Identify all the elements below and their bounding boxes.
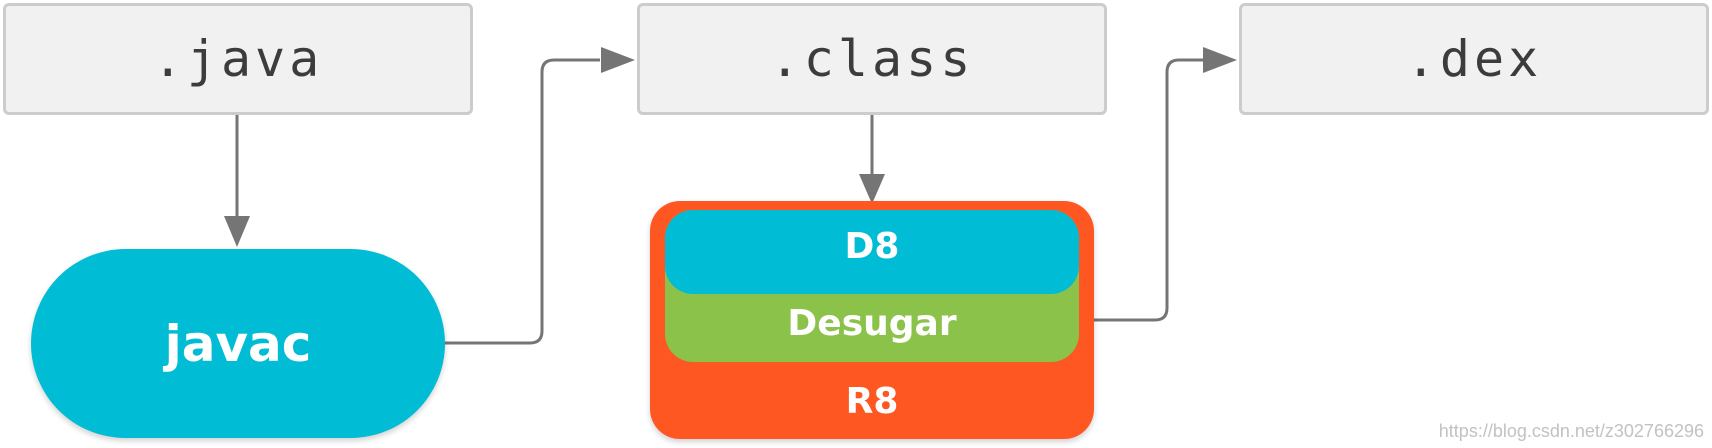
- watermark: https://blog.csdn.net/z302766296: [1438, 421, 1704, 441]
- arrow-javac-to-class: [445, 58, 600, 345]
- arrow-r8-to-dex: [1094, 58, 1204, 322]
- arrowhead-dex: [1203, 47, 1237, 73]
- arrowhead-class: [601, 47, 635, 73]
- arrowhead-r8: [859, 174, 885, 204]
- arrowhead-javac: [224, 216, 250, 247]
- r8-label: R8: [845, 381, 899, 422]
- dex-file-box: .dex: [1239, 3, 1709, 115]
- dex-label: .dex: [1405, 30, 1543, 88]
- desugar-label: Desugar: [787, 303, 957, 344]
- javac-label: javac: [164, 314, 312, 373]
- class-file-box: .class: [637, 3, 1107, 115]
- javac-node: javac: [31, 249, 445, 438]
- java-label: .java: [152, 30, 324, 88]
- d8-layer: [665, 210, 1079, 294]
- d8-label: D8: [844, 226, 900, 267]
- java-file-box: .java: [3, 3, 473, 115]
- class-label: .class: [769, 30, 975, 88]
